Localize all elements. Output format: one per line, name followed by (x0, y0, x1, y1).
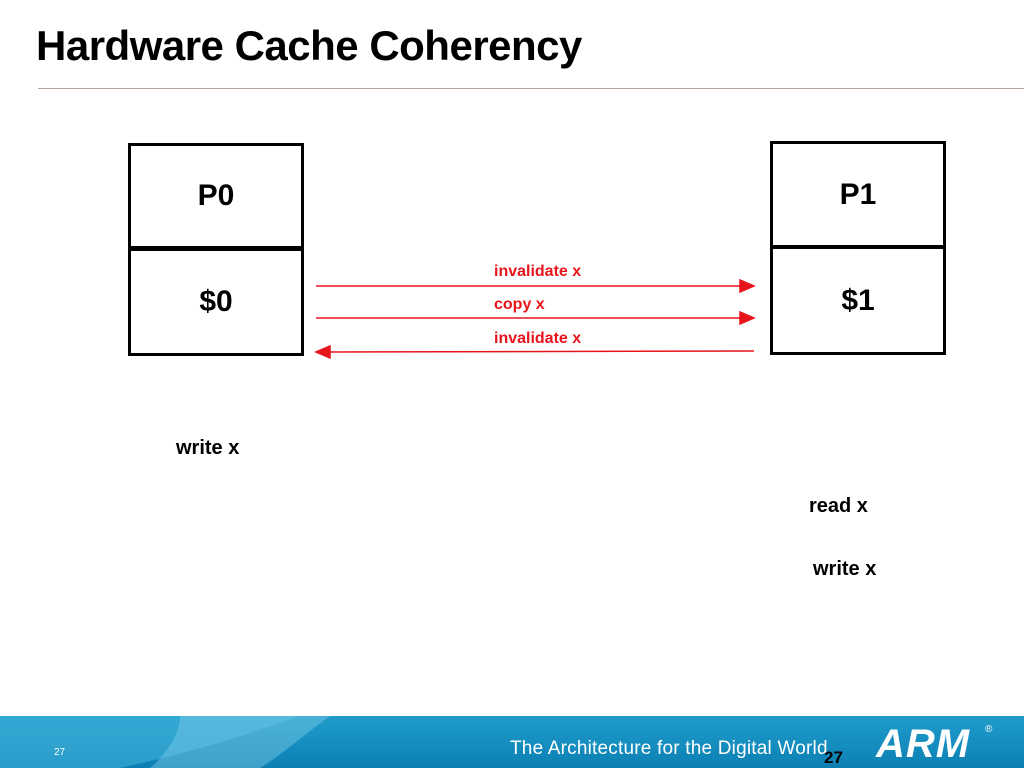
cache-1-box: $1 (770, 246, 946, 355)
message-label-invalidate-1: invalidate x (494, 263, 582, 280)
page-number: 27 (824, 748, 843, 767)
processor-p0-label: P0 (197, 179, 235, 212)
processor-p0-box: P0 (128, 143, 304, 249)
processor-p1-label: P1 (839, 177, 877, 211)
slide-title: Hardware Cache Coherency (36, 22, 582, 69)
p1-action-write: write x (813, 558, 877, 580)
arrowhead-copy-to-p1 (739, 310, 756, 326)
footer-tagline: The Architecture for the Digital World (510, 738, 828, 759)
registered-mark: ® (985, 724, 993, 735)
arrowhead-invalidate-to-p1 (739, 278, 756, 294)
p1-action-read: read x (809, 495, 868, 517)
cache-1-label: $1 (841, 283, 875, 317)
arrow-invalidate-to-p0 (327, 350, 755, 353)
arm-logo: ARM (876, 722, 971, 766)
title-divider (38, 88, 1024, 89)
arrowhead-invalidate-to-p0 (314, 344, 331, 360)
footer-slide-number: 27 (54, 747, 66, 758)
cache-0-label: $0 (199, 285, 233, 318)
footer-bar (0, 716, 1024, 768)
message-label-copy: copy x (494, 296, 545, 313)
footer-wave-decoration (0, 716, 330, 768)
message-label-invalidate-2: invalidate x (494, 330, 582, 347)
cache-0-box: $0 (128, 248, 304, 356)
p0-action-write: write x (176, 437, 240, 459)
